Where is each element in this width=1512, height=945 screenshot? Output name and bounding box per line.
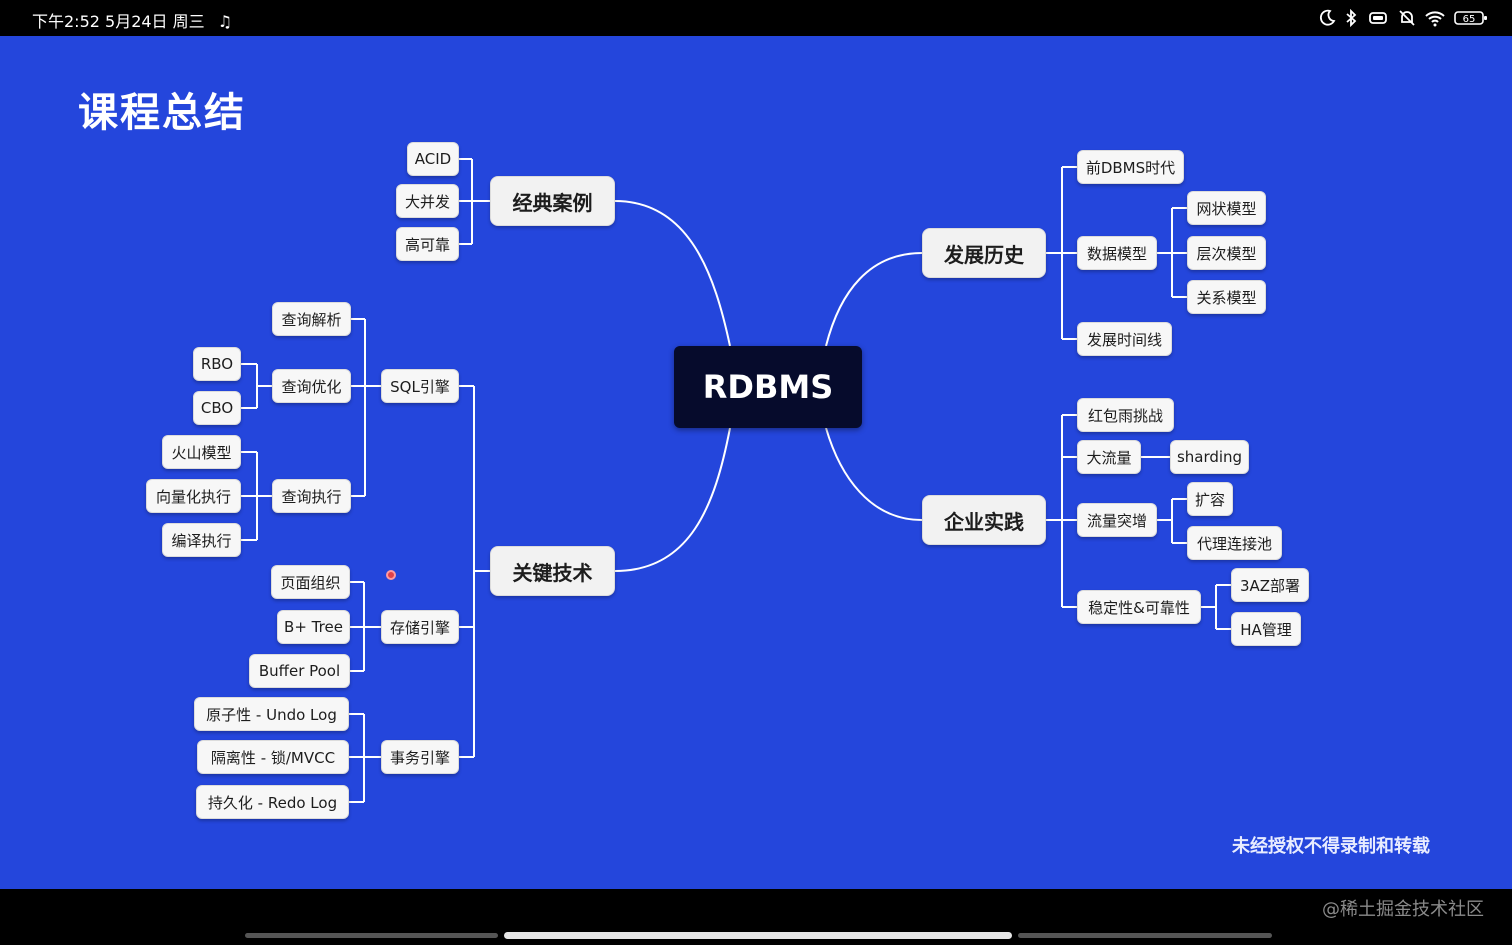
node-ha-management[interactable]: HA管理: [1231, 612, 1301, 646]
node-bplus-tree[interactable]: B+ Tree: [277, 610, 350, 644]
status-icons: 65: [1318, 8, 1488, 28]
node-volcano-model[interactable]: 火山模型: [162, 435, 241, 469]
video-bottom-bar: @稀土掘金技术社区: [0, 889, 1512, 945]
node-query-exec[interactable]: 查询执行: [272, 479, 351, 513]
node-hierarchical-model[interactable]: 层次模型: [1187, 236, 1266, 270]
node-proxy-pool[interactable]: 代理连接池: [1187, 526, 1282, 560]
node-data-model[interactable]: 数据模型: [1077, 236, 1157, 270]
progress-track-left[interactable]: [245, 933, 498, 938]
battery-level: 65: [1463, 14, 1476, 25]
node-3az-deploy[interactable]: 3AZ部署: [1231, 568, 1309, 602]
site-watermark: @稀土掘金技术社区: [1322, 899, 1484, 920]
node-high-concurrency[interactable]: 大并发: [396, 184, 459, 218]
node-compiled-exec[interactable]: 编译执行: [162, 523, 241, 557]
node-cbo[interactable]: CBO: [193, 391, 241, 425]
pointer-dot: [386, 570, 396, 580]
branch-enterprise[interactable]: 企业实践: [922, 495, 1046, 545]
branch-key-tech[interactable]: 关键技术: [490, 546, 615, 596]
node-sql-engine[interactable]: SQL引擎: [381, 369, 459, 403]
status-time-date: 下午2:52 5月24日 周三 ♫: [32, 12, 233, 31]
node-traffic-surge[interactable]: 流量突增: [1077, 503, 1157, 537]
node-isolation-mvcc[interactable]: 隔离性 - 锁/MVCC: [197, 740, 349, 774]
node-storage-engine[interactable]: 存储引擎: [381, 610, 459, 644]
moon-icon: [1319, 9, 1336, 26]
wifi-icon: [1425, 11, 1445, 27]
node-durability-redo-log[interactable]: 持久化 - Redo Log: [196, 785, 349, 819]
node-high-availability[interactable]: 高可靠: [396, 227, 459, 261]
copyright-watermark: 未经授权不得录制和转载: [1232, 836, 1430, 857]
node-txn-engine[interactable]: 事务引擎: [381, 740, 459, 774]
node-atomicity-undo-log[interactable]: 原子性 - Undo Log: [194, 697, 349, 731]
vibrate-icon: [1369, 12, 1387, 24]
progress-handle[interactable]: [504, 932, 1012, 939]
bluetooth-icon: [1346, 9, 1357, 27]
progress-track-right[interactable]: [1018, 933, 1272, 938]
node-buffer-pool[interactable]: Buffer Pool: [249, 654, 350, 688]
tiktok-icon: ♫: [217, 12, 233, 31]
node-relational-model[interactable]: 关系模型: [1187, 280, 1266, 314]
node-timeline[interactable]: 发展时间线: [1077, 322, 1172, 356]
node-query-parse[interactable]: 查询解析: [272, 302, 351, 336]
node-acid[interactable]: ACID: [407, 142, 459, 176]
branch-classic-cases[interactable]: 经典案例: [490, 176, 615, 226]
status-bar: 下午2:52 5月24日 周三 ♫ 65: [0, 0, 1512, 36]
node-stability-reliability[interactable]: 稳定性&可靠性: [1077, 590, 1201, 624]
node-vectorized-exec[interactable]: 向量化执行: [146, 479, 241, 513]
battery-icon: 65: [1454, 11, 1487, 25]
node-red-packet-challenge[interactable]: 红包雨挑战: [1077, 398, 1174, 432]
node-pre-dbms-era[interactable]: 前DBMS时代: [1077, 150, 1184, 184]
slide-title: 课程总结: [78, 90, 246, 136]
node-query-opt[interactable]: 查询优化: [272, 369, 351, 403]
mindmap-root[interactable]: RDBMS: [674, 346, 862, 428]
node-sharding[interactable]: sharding: [1170, 440, 1249, 474]
mute-icon: [1399, 10, 1415, 26]
node-scale-out[interactable]: 扩容: [1187, 482, 1233, 516]
branch-history[interactable]: 发展历史: [922, 228, 1046, 278]
node-network-model[interactable]: 网状模型: [1187, 191, 1266, 225]
mindmap-connectors: [241, 158, 1231, 803]
node-page-organization[interactable]: 页面组织: [271, 565, 350, 599]
node-rbo[interactable]: RBO: [193, 347, 241, 381]
node-big-traffic[interactable]: 大流量: [1077, 440, 1141, 474]
slide: 课程总结: [0, 36, 1512, 889]
